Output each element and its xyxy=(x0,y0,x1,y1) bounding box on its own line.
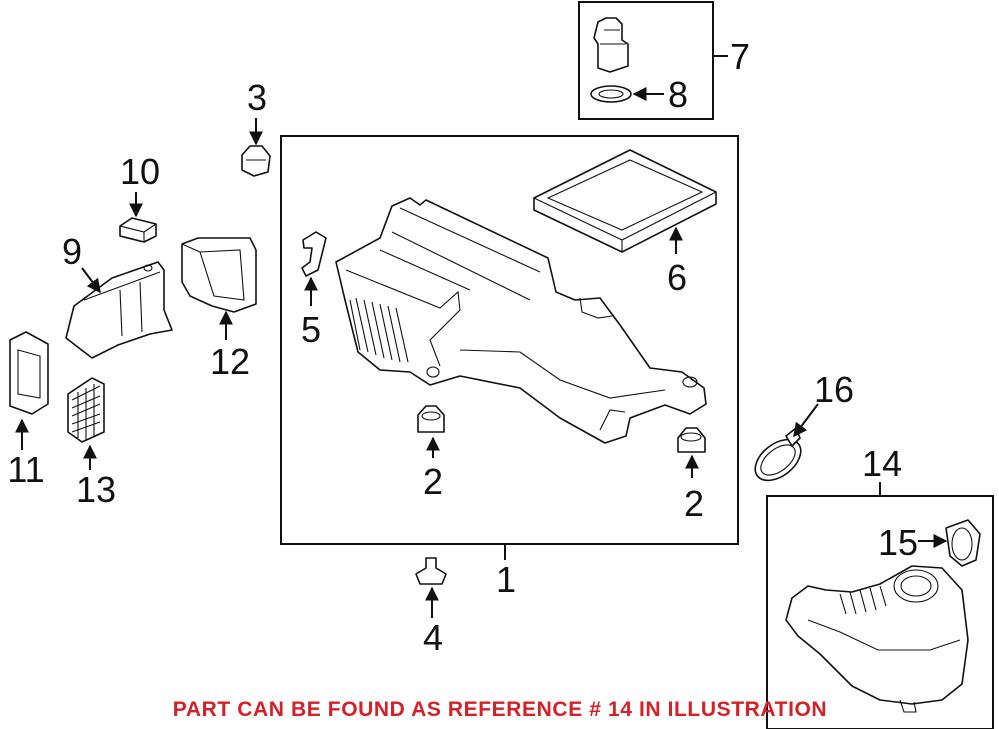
callout-11: 11 xyxy=(7,449,44,490)
mounting-pin-4 xyxy=(415,557,447,585)
callout-3: 3 xyxy=(247,77,267,118)
filter-element-6 xyxy=(533,149,717,253)
air-filter-housing xyxy=(335,197,707,444)
intake-duct-9 xyxy=(65,261,173,359)
sensor-7 xyxy=(593,17,629,73)
callout-12: 12 xyxy=(210,341,250,382)
callout-7: 7 xyxy=(730,36,750,77)
callout-15: 15 xyxy=(878,522,918,563)
screen-13 xyxy=(67,377,105,443)
foam-pad-10 xyxy=(119,217,157,243)
assembly-box-7 xyxy=(578,1,714,120)
clip-5 xyxy=(301,231,327,277)
cap-3 xyxy=(241,145,271,177)
callout-14: 14 xyxy=(862,443,902,484)
callout-8: 8 xyxy=(668,74,688,115)
callout-1: 1 xyxy=(496,559,516,600)
leader-9 xyxy=(81,267,101,294)
reference-note: PART CAN BE FOUND AS REFERENCE # 14 IN I… xyxy=(172,698,828,721)
intake-hose-14 xyxy=(785,565,969,713)
grommet-2b xyxy=(677,427,706,453)
seal-frame-11 xyxy=(9,331,49,415)
leader-16 xyxy=(793,403,819,438)
callout-13: 13 xyxy=(76,469,116,510)
callout-6: 6 xyxy=(667,257,687,298)
assembly-box-1 xyxy=(280,135,739,545)
callout-4: 4 xyxy=(423,617,443,658)
callout-9: 9 xyxy=(62,231,82,272)
hose-clamp-16 xyxy=(754,427,802,482)
duct-housing-12 xyxy=(181,237,257,313)
o-ring-8 xyxy=(590,85,632,103)
callout-2a: 2 xyxy=(423,461,443,502)
callout-2b: 2 xyxy=(684,483,704,524)
callout-10: 10 xyxy=(120,151,160,192)
callout-5: 5 xyxy=(301,309,321,350)
callout-16: 16 xyxy=(814,369,854,410)
grommet-2a xyxy=(417,405,445,433)
coupling-ring-15 xyxy=(945,519,981,567)
